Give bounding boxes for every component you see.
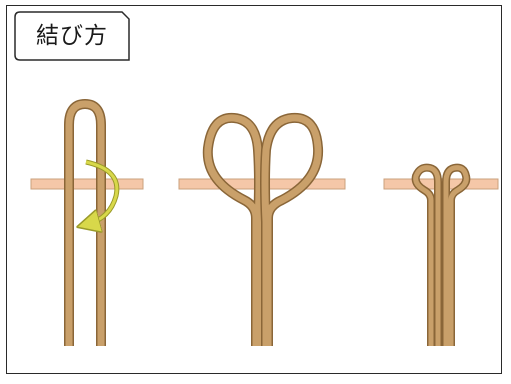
step-1-bar <box>31 179 143 189</box>
page-title: 結び方 <box>36 23 108 49</box>
step-2-cord <box>208 118 320 346</box>
step-1-cord <box>69 104 101 346</box>
step-2-double-loop <box>179 118 345 346</box>
step-3-cord <box>416 168 467 346</box>
step-3-tightened-knot <box>384 168 498 346</box>
step-1-fold-and-wrap <box>31 104 143 346</box>
